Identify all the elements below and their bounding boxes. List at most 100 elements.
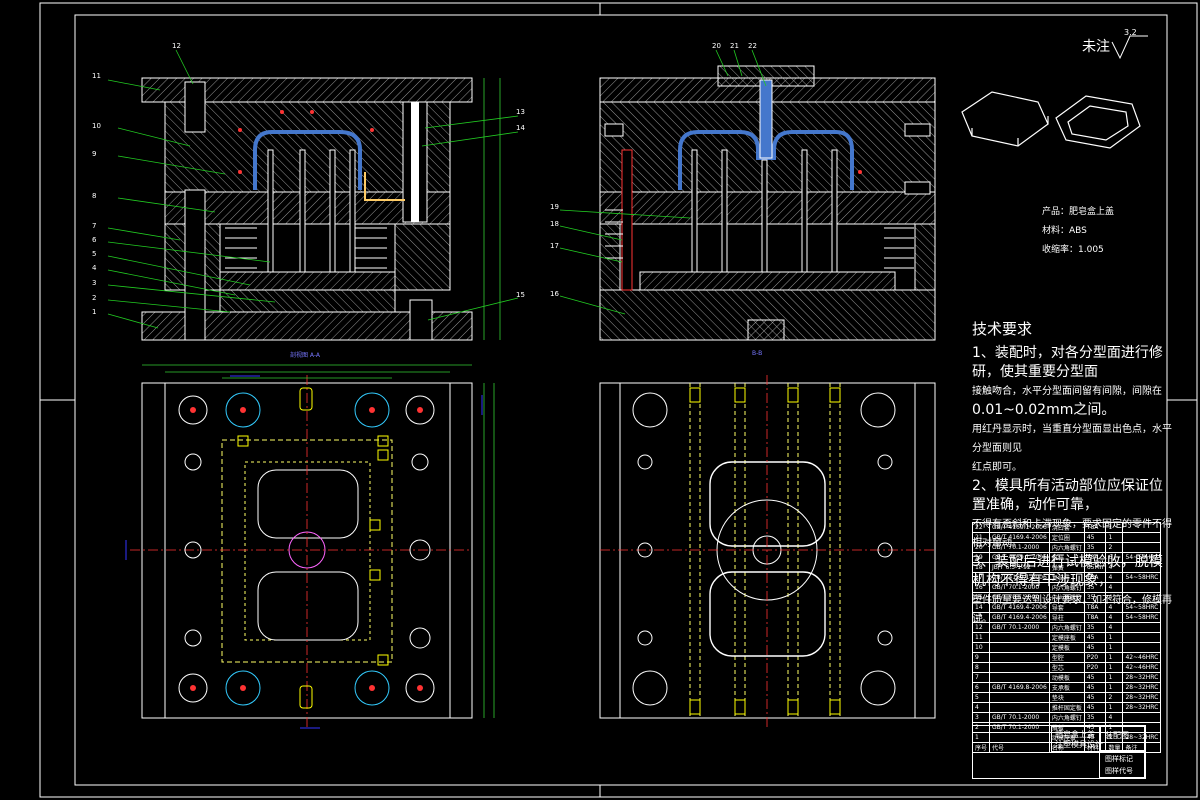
callout-7: 7	[92, 222, 97, 230]
callout-18: 18	[550, 220, 559, 228]
bom-cell: 型芯	[1048, 662, 1085, 673]
plan-view-left	[125, 364, 495, 730]
roughness-note: 未注	[1082, 39, 1110, 55]
callout-11: 11	[92, 72, 101, 80]
note-line: 用红丹显示时，当重直分型面显出色点，水平分型面则见	[972, 424, 1172, 454]
bom-cell: GB/T 70.1-2000	[989, 542, 1050, 553]
bom-cell: GB/T 70.1-2000	[989, 582, 1050, 593]
bom-cell: 4	[1105, 622, 1124, 633]
bom-cell: GB/T 4169.4-2006	[989, 612, 1050, 623]
bom-cell: 54~58HRC	[1122, 602, 1162, 613]
bom-cell: 35	[1083, 592, 1107, 603]
callout-17: 17	[550, 242, 559, 250]
bom-cell: 45	[1083, 532, 1107, 543]
bom-cell	[989, 692, 1050, 703]
bom-cell: 45	[1083, 702, 1107, 713]
bom-cell	[1122, 592, 1162, 603]
part-isometric-sketch	[961, 91, 1141, 149]
bom-cell: 28~32HRC	[1122, 682, 1162, 693]
bom-cell: 1	[1105, 652, 1124, 663]
note-line: 接触吻合，水平分型面间留有间隙，间隙在	[972, 386, 1162, 397]
bom-cell: 28~32HRC	[1122, 702, 1162, 713]
bom-cell: 定模板	[1048, 642, 1085, 653]
callout-2: 2	[92, 294, 97, 302]
bom-cell	[1122, 712, 1162, 723]
bom-cell	[989, 642, 1050, 653]
bom-cell: 1	[1105, 672, 1124, 683]
bom-cell: 54~58HRC	[1122, 572, 1162, 583]
title-line-2: 注塑模具设计	[1055, 740, 1103, 749]
bom-cell: 45	[1083, 692, 1107, 703]
bom-cell: 19	[971, 552, 991, 563]
bom-cell	[1122, 562, 1162, 573]
bom-cell: 18	[971, 562, 991, 573]
bom-cell: 45	[1083, 682, 1107, 693]
bom-cell: 28~32HRC	[1122, 692, 1162, 703]
bom-cell: 45	[1083, 642, 1107, 653]
bom-cell: 6	[971, 682, 991, 693]
bom-cell: GB/T 4169.1-2006	[989, 572, 1050, 583]
bom-cell: T8A	[1083, 522, 1107, 533]
bom-cell	[1122, 632, 1162, 643]
bom-cell: 4	[1105, 602, 1124, 613]
bom-cell: 1	[1105, 682, 1124, 693]
callout-3: 3	[92, 279, 97, 287]
section-view-left	[141, 77, 501, 341]
callout-13: 13	[516, 108, 525, 116]
bom-cell: 20	[971, 542, 991, 553]
bom-cell: T8A	[1083, 572, 1107, 583]
bom-cell: 17	[971, 572, 991, 583]
note-line: 2、模具所有活动部位应保证位置准确，动作可靠，	[972, 478, 1163, 513]
product-shrinkage: 收缩率：1.005	[1042, 245, 1104, 255]
bom-cell: 11	[971, 632, 991, 643]
bom-cell: 导柱	[1048, 612, 1085, 623]
bom-cell: GB/T 4169.4-2006	[989, 532, 1050, 543]
bom-cell	[989, 672, 1050, 683]
note-line: 红点即可。	[972, 462, 1022, 473]
title-scale: 装配图	[1105, 731, 1129, 740]
bom-cell: 8	[971, 662, 991, 673]
bom-cell: 序号	[971, 742, 991, 753]
bom-cell: 复位杆	[1048, 572, 1085, 583]
bom-cell: 动模板	[1048, 672, 1085, 683]
bom-cell: 弹簧	[1048, 562, 1085, 573]
bom-cell: 定位圈	[1048, 532, 1085, 543]
bom-cell	[989, 632, 1050, 643]
bom-cell: 内六角螺钉	[1048, 542, 1085, 553]
note-line: 1、装配时，对各分型面进行修研，使其重要分型面	[972, 345, 1163, 380]
bom-cell: 垫块	[1048, 692, 1085, 703]
bom-cell: 数量	[1105, 742, 1124, 753]
bom-cell: GB/T 70.1-2000	[989, 592, 1050, 603]
bom-cell: 1	[1105, 702, 1124, 713]
bom-cell: 3	[971, 712, 991, 723]
callout-5: 5	[92, 250, 97, 258]
product-name: 产品：肥皂盒上盖	[1042, 207, 1115, 217]
title-block: 肥皂盒上盖 注塑模具设计 装配图 图样标记 图样代号	[972, 725, 1146, 779]
bom-cell: 12	[971, 622, 991, 633]
callout-8: 8	[92, 192, 97, 200]
bom-cell: 2	[1105, 542, 1124, 553]
callout-15: 15	[516, 291, 525, 299]
bom-cell: 备注	[1122, 742, 1162, 753]
bom-cell	[1122, 582, 1162, 593]
bom-cell: 4	[1105, 612, 1124, 623]
bom-cell: 支承板	[1048, 682, 1085, 693]
bom-cell	[989, 702, 1050, 713]
bom-cell: T8A	[1083, 612, 1107, 623]
note-line: 0.01~0.02mm之间。	[972, 402, 1116, 418]
callout-19: 19	[550, 203, 559, 211]
bom-cell: 35	[1083, 712, 1107, 723]
bom-cell: P20	[1083, 652, 1107, 663]
bom-cell: 1	[1105, 662, 1124, 673]
